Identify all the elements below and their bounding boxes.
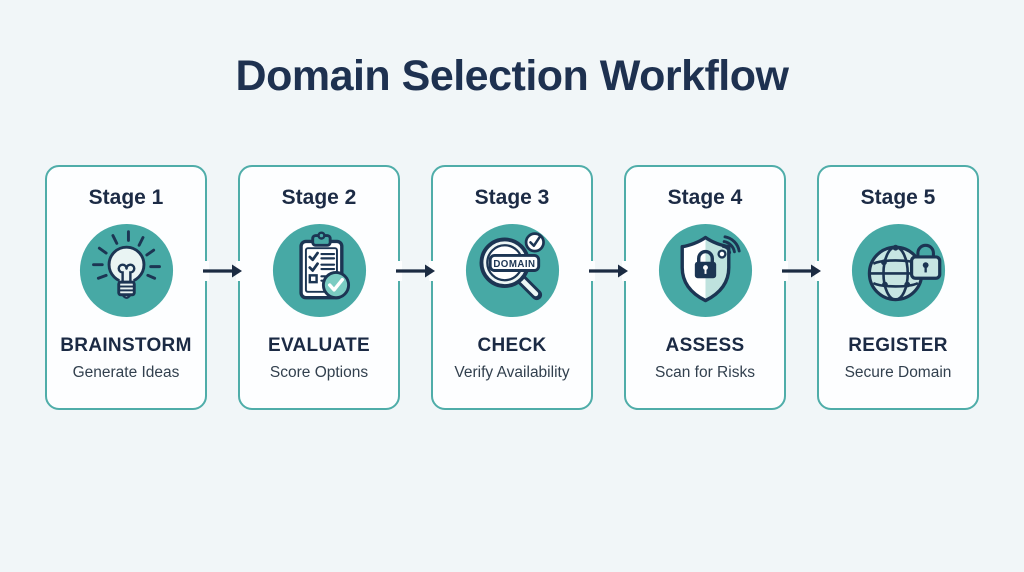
stage-name: CHECK (477, 335, 547, 356)
stage-label: Stage 5 (860, 186, 936, 209)
stage-card-evaluate: Stage 2 (238, 165, 400, 410)
arrow-right-icon (781, 165, 822, 410)
clipboard-checklist-icon (271, 222, 368, 319)
stage-card-assess: Stage 4 (624, 165, 786, 410)
stage-subtitle: Secure Domain (844, 364, 952, 381)
stage-subtitle: Scan for Risks (655, 364, 755, 381)
infographic-page: Domain Selection Workflow Stage 1 (0, 52, 1024, 572)
lightbulb-icon (78, 222, 175, 319)
domain-label: DOMAIN (493, 259, 535, 270)
arrow-right-icon (395, 165, 436, 410)
stage-label: Stage 4 (667, 186, 743, 209)
stage-subtitle: Verify Availability (454, 364, 570, 381)
stage-name: ASSESS (665, 335, 745, 356)
domain-search-icon: DOMAIN (464, 222, 561, 319)
arrow-right-icon (202, 165, 243, 410)
workflow-row: Stage 1 (45, 165, 979, 410)
stage-card-brainstorm: Stage 1 (45, 165, 207, 410)
stage-subtitle: Generate Ideas (72, 364, 180, 381)
stage-card-check: Stage 3 DOMAIN CHECK Verify Availability (431, 165, 593, 410)
stage-label: Stage 2 (281, 186, 357, 209)
stage-label: Stage 1 (88, 186, 164, 209)
globe-lock-icon (850, 222, 947, 319)
stage-label: Stage 3 (474, 186, 550, 209)
stage-name: BRAINSTORM (60, 335, 192, 356)
page-title: Domain Selection Workflow (235, 52, 789, 100)
stage-name: REGISTER (848, 335, 948, 356)
shield-lock-icon (657, 222, 754, 319)
arrow-right-icon (588, 165, 629, 410)
stage-name: EVALUATE (268, 335, 370, 356)
stage-card-register: Stage 5 (817, 165, 979, 410)
stage-subtitle: Score Options (269, 364, 369, 381)
